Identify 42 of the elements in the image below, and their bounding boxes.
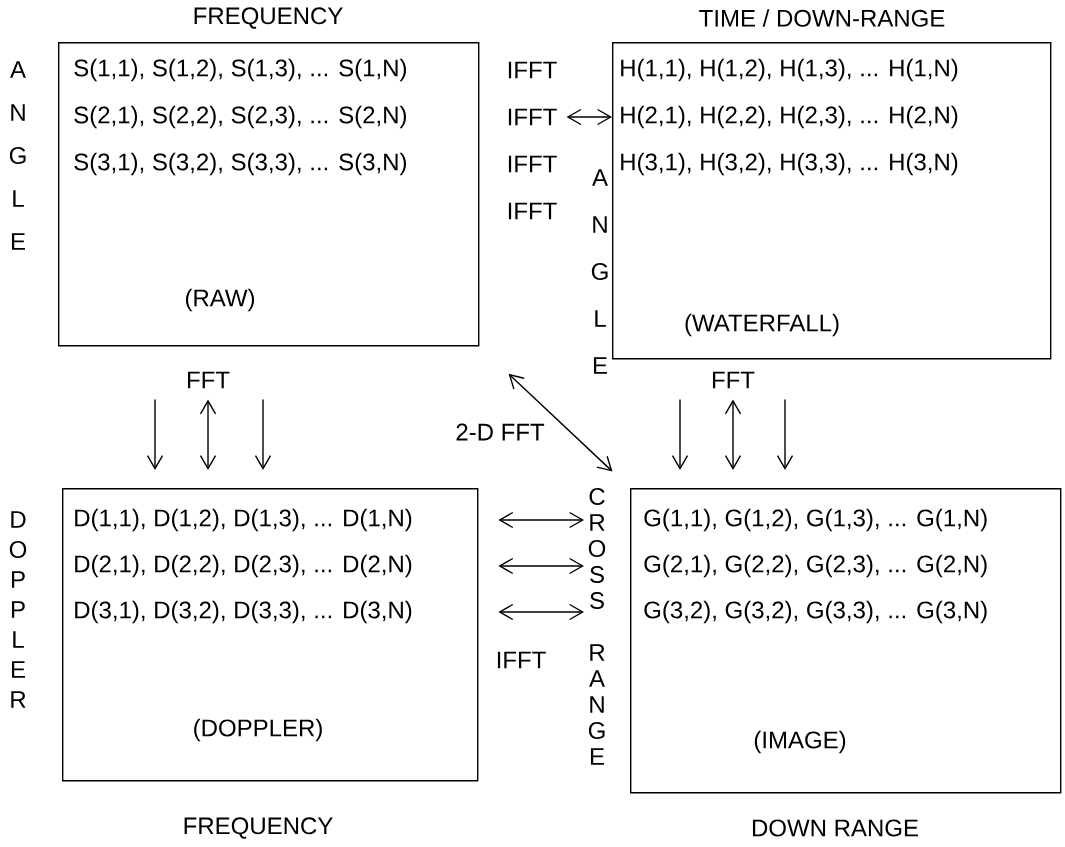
edge-label: FFT (710, 370, 756, 390)
edge-label: IFFT (494, 650, 548, 670)
arrow (498, 511, 584, 529)
transform-label: IFFT (508, 155, 557, 173)
axis-title: DOWN RANGE (752, 819, 918, 837)
box-caption: (WATERFALL) (685, 313, 839, 337)
matrix-row: D(1,1), D(1,2), D(1,3), ... D(1,N) (75, 508, 412, 532)
axis-title: ANGLE (9, 61, 26, 250)
arrow (776, 398, 794, 470)
matrix-row: G(1,1), G(1,2), G(1,3), ... G(1,N) (644, 508, 987, 532)
axis-title: CROSS RANGE (588, 488, 606, 765)
box-caption: (IMAGE) (754, 730, 846, 754)
matrix-row: S(1,1), S(1,2), S(1,3), ... S(1,N) (74, 58, 406, 82)
axis-title: TIME / DOWN-RANGE (699, 9, 945, 27)
arrow (508, 373, 613, 472)
arrow (566, 108, 612, 126)
axis-title: FREQUENCY (194, 7, 343, 29)
arrow (724, 399, 742, 470)
matrix-row: S(2,1), S(2,2), S(2,3), ... S(2,N) (74, 105, 406, 129)
transform-label: IFFT (508, 61, 557, 79)
axis-title: DOPPLER (9, 511, 27, 708)
edge-label: FFT (185, 370, 231, 390)
matrix-row: S(3,1), S(3,2), S(3,3), ... S(3,N) (74, 152, 406, 176)
arrow (498, 557, 584, 575)
matrix-row: D(2,1), D(2,2), D(2,3), ... D(2,N) (75, 554, 412, 578)
matrix-row: H(2,1), H(2,2), H(2,3), ... H(2,N) (621, 105, 958, 129)
box-caption: (DOPPLER) (194, 718, 322, 742)
matrix-row: G(2,1), G(2,2), G(2,3), ... G(2,N) (644, 554, 987, 578)
arrow (254, 398, 272, 470)
matrix-row: H(3,1), H(3,2), H(3,3), ... H(3,N) (621, 152, 958, 176)
matrix-row: D(3,1), D(3,2), D(3,3), ... D(3,N) (75, 600, 412, 624)
matrix-row: H(1,1), H(1,2), H(1,3), ... H(1,N) (621, 58, 958, 82)
arrow (671, 398, 689, 470)
arrow (199, 399, 217, 470)
axis-title: FREQUENCY (184, 817, 333, 839)
transform-label: IFFT (508, 202, 557, 220)
box-caption: (RAW) (185, 288, 255, 312)
arrow (146, 398, 164, 470)
arrow (498, 603, 584, 621)
matrix-row: G(3,2), G(3,2), G(3,3), ... G(3,N) (644, 600, 987, 624)
edge-label: 2-D FFT (454, 422, 546, 442)
transform-label: IFFT (508, 108, 557, 126)
